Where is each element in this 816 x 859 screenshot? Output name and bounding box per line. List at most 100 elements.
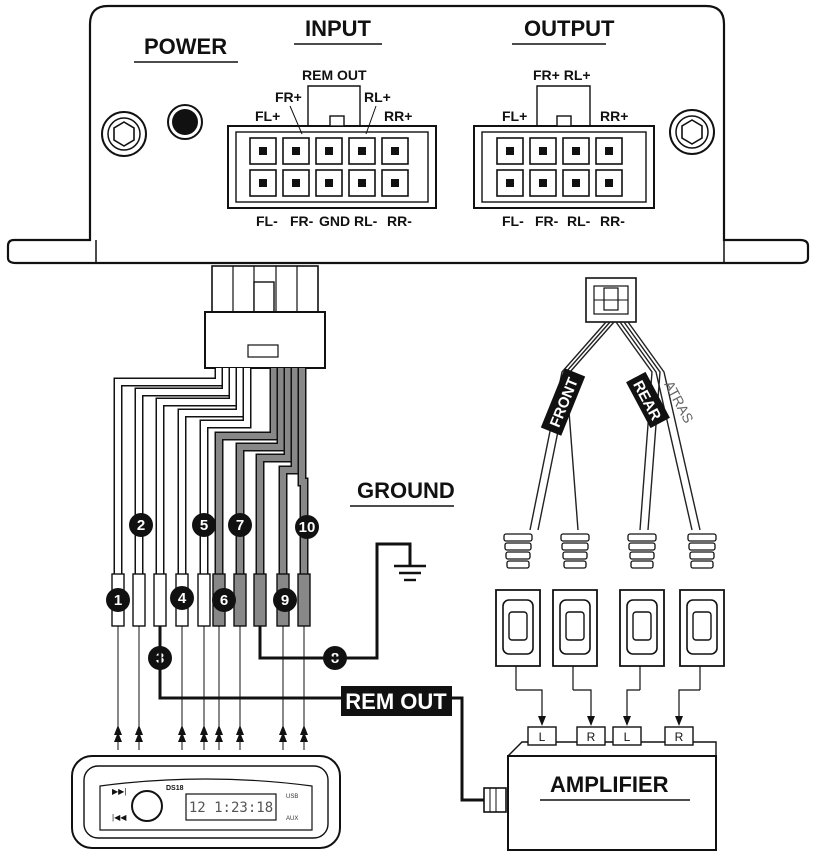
next-button[interactable]: ▶▶| bbox=[112, 787, 126, 796]
output-pin bbox=[562, 169, 590, 197]
power-led-icon bbox=[167, 104, 203, 140]
harness-wire bbox=[253, 368, 293, 627]
input-pin bbox=[348, 169, 376, 197]
input-fr-plus-label: FR+ bbox=[275, 89, 302, 105]
loc-unit: POWER INPUT OUTPUT REM OUT FR+ FL+ RL+ R… bbox=[6, 4, 810, 265]
input-rl-minus-label: RL- bbox=[354, 213, 378, 229]
usb-label: USB bbox=[286, 794, 298, 800]
harness-wire bbox=[132, 368, 231, 627]
up-arrow-icon bbox=[135, 626, 143, 750]
head-unit: 12 1:23:18 DS18 ▶▶| |◀◀ USB AUX bbox=[71, 755, 341, 849]
power-label: POWER bbox=[144, 34, 227, 59]
rca-plug bbox=[552, 533, 598, 726]
input-bottom-labels: FL- FR- GND RL- RR- bbox=[256, 213, 412, 229]
input-pin bbox=[249, 169, 277, 197]
input-pin bbox=[315, 137, 343, 165]
up-arrow-icon bbox=[114, 626, 122, 750]
input-fr-minus-label: FR- bbox=[290, 213, 314, 229]
rca-plug bbox=[619, 533, 665, 726]
harness-wires bbox=[111, 368, 311, 627]
amplifier: AMPLIFIER L R L R bbox=[483, 726, 717, 851]
rear-tag: REAR bbox=[626, 371, 670, 429]
prev-button[interactable]: |◀◀ bbox=[112, 813, 127, 822]
up-arrow-icon bbox=[279, 626, 287, 750]
wire-badge-number: 6 bbox=[220, 592, 228, 609]
input-rr-plus-label: RR+ bbox=[384, 108, 412, 124]
output-fr-rl-plus-label: FR+ RL+ bbox=[533, 67, 591, 83]
input-pin bbox=[315, 169, 343, 197]
head-unit-display: 12 1:23:18 bbox=[189, 800, 273, 816]
rca-plug bbox=[675, 533, 725, 726]
output-rl-minus-label: RL- bbox=[567, 213, 591, 229]
amp-input-jack: R bbox=[576, 726, 606, 746]
input-remout-label: REM OUT bbox=[302, 67, 367, 83]
output-bottom-labels: FL- FR- RL- RR- bbox=[502, 213, 625, 229]
input-pin bbox=[381, 169, 409, 197]
output-pin bbox=[595, 137, 623, 165]
input-pin bbox=[348, 137, 376, 165]
screw-right-icon bbox=[669, 109, 715, 155]
output-rr-plus-label: RR+ bbox=[600, 108, 628, 124]
input-fl-plus-label: FL+ bbox=[255, 108, 280, 124]
input-title: INPUT bbox=[305, 16, 372, 41]
input-pin bbox=[282, 169, 310, 197]
wire-badge: 10 bbox=[295, 515, 319, 539]
amp-input-jack: R bbox=[664, 726, 694, 746]
rca-plug bbox=[495, 533, 546, 726]
input-pin bbox=[381, 137, 409, 165]
wire-badge: 5 bbox=[192, 513, 216, 537]
input-gnd-label: GND bbox=[319, 213, 350, 229]
wire-badge-number: 5 bbox=[200, 517, 208, 534]
ground-symbol-icon bbox=[394, 564, 426, 582]
output-pin bbox=[496, 137, 524, 165]
wire-badge: 1 bbox=[106, 588, 130, 612]
output-pin bbox=[496, 169, 524, 197]
amp-channel-label: R bbox=[587, 730, 596, 744]
head-unit-brand: DS18 bbox=[166, 785, 184, 792]
wire-badge: 7 bbox=[228, 513, 252, 537]
aux-label: AUX bbox=[286, 816, 298, 822]
amp-channel-label: L bbox=[624, 730, 631, 744]
amp-input-jack: L bbox=[527, 726, 557, 746]
wire-badge: 6 bbox=[212, 588, 236, 612]
output-fl-plus-label: FL+ bbox=[502, 108, 527, 124]
amplifier-title: AMPLIFIER bbox=[550, 772, 669, 797]
output-connector bbox=[473, 115, 655, 209]
amp-input-jack: L bbox=[612, 726, 642, 746]
output-fr-minus-label: FR- bbox=[535, 213, 559, 229]
output-fl-minus-label: FL- bbox=[502, 213, 524, 229]
input-pin bbox=[249, 137, 277, 165]
input-pin bbox=[282, 137, 310, 165]
wire-badge: 2 bbox=[129, 513, 153, 537]
wire-badge-number: 10 bbox=[299, 519, 316, 536]
screw-left-icon bbox=[101, 111, 147, 157]
up-arrow-icon bbox=[215, 626, 223, 750]
output-pin bbox=[529, 137, 557, 165]
amp-channel-label: L bbox=[539, 730, 546, 744]
up-arrow-icon bbox=[236, 626, 244, 750]
harness-wire bbox=[297, 368, 311, 627]
input-connector bbox=[227, 115, 437, 209]
up-arrow-icon bbox=[200, 626, 208, 750]
output-pin bbox=[562, 137, 590, 165]
input-fl-minus-label: FL- bbox=[256, 213, 278, 229]
head-unit-arrows bbox=[114, 626, 308, 750]
ground-label: GROUND bbox=[357, 478, 455, 503]
input-harness-plug bbox=[204, 265, 326, 369]
up-arrow-icon bbox=[300, 626, 308, 750]
wire-badge-number: 1 bbox=[114, 592, 122, 609]
output-pin bbox=[529, 169, 557, 197]
wire-badge: 9 bbox=[273, 588, 297, 612]
output-pin bbox=[595, 169, 623, 197]
up-arrow-icon bbox=[178, 626, 186, 750]
wire-badge-number: 7 bbox=[236, 517, 244, 534]
wire-badge: 4 bbox=[170, 586, 194, 610]
input-rl-plus-label: RL+ bbox=[364, 89, 391, 105]
input-rr-minus-label: RR- bbox=[387, 213, 412, 229]
remote-out-label: REM OUT bbox=[345, 689, 447, 714]
rca-harness: FRONT REAR ATRAS bbox=[495, 277, 725, 726]
wire-badge-number: 4 bbox=[178, 590, 187, 607]
remote-out-tag: REM OUT bbox=[341, 686, 452, 716]
